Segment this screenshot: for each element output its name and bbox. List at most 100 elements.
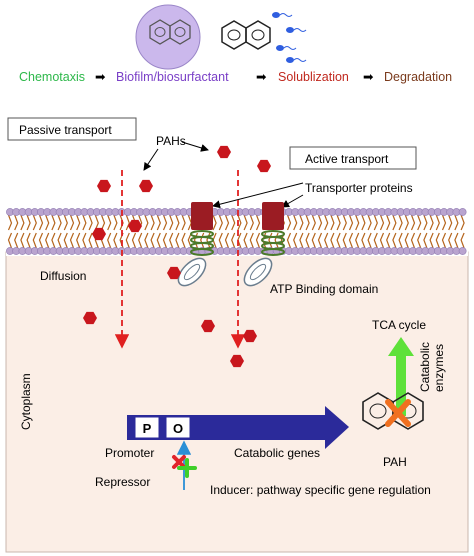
lipid-tail	[94, 214, 99, 231]
atp-binding-domain-label: ATP Binding domain	[270, 282, 378, 296]
lipid-tail	[113, 232, 118, 249]
lipid-tail	[448, 214, 453, 231]
pah-molecule	[97, 179, 111, 193]
lipid-tail	[404, 232, 409, 249]
lipid-tail	[119, 214, 124, 231]
lipid-tail	[305, 232, 310, 249]
lipid-tail	[14, 232, 19, 249]
pathway-step-chemotaxis: Chemotaxis	[19, 70, 85, 84]
lipid-tail	[330, 214, 335, 231]
inducer-plus-icon	[177, 458, 197, 478]
lipid-tail	[181, 214, 186, 231]
lipid-tail	[429, 232, 434, 249]
lipid-tail	[212, 214, 217, 231]
lipid-tail	[255, 214, 261, 231]
tca-cycle-arrow	[388, 337, 414, 416]
lipid-tail	[398, 214, 403, 231]
repressor-x-icon	[172, 455, 186, 469]
lipid-tail	[218, 214, 223, 231]
lipid-tail	[386, 232, 391, 249]
lipid-tail	[231, 232, 236, 249]
transporter-pointer-1	[212, 182, 304, 209]
lipid-head	[458, 208, 467, 216]
lipid-tail	[361, 214, 366, 231]
lipid-tail	[373, 232, 378, 249]
lipid-tail	[107, 232, 112, 249]
lipid-tail	[404, 214, 409, 231]
passive-transport-label: Passive transport	[19, 123, 112, 137]
lipid-tail	[330, 232, 335, 249]
bacteria-naphthalene-icon	[221, 12, 307, 63]
lipid-tail	[57, 232, 62, 249]
promoter-box[interactable]	[134, 416, 160, 439]
lipid-tail	[20, 214, 25, 231]
lipid-tail	[107, 214, 112, 231]
lipid-tail	[417, 232, 422, 249]
lipid-tail	[324, 214, 329, 231]
lipid-tail	[342, 232, 347, 249]
lipid-tail	[32, 214, 37, 231]
lipid-tail	[299, 214, 304, 231]
lipid-tail	[69, 214, 75, 231]
lipid-tail	[150, 214, 155, 231]
lipid-tail	[26, 232, 31, 249]
lipid-tail	[367, 232, 372, 249]
lipid-tail	[274, 232, 279, 249]
lipid-tail	[336, 232, 341, 249]
lipid-tail	[249, 214, 254, 231]
operator-box[interactable]	[165, 416, 191, 439]
lipid-tail	[454, 214, 459, 231]
lipid-tail	[224, 214, 230, 231]
pah-molecule	[167, 266, 181, 280]
lipid-tail	[423, 232, 428, 249]
pathway-arrow-1: ➡	[95, 70, 106, 84]
active-transport-label: Active transport	[305, 152, 389, 166]
lipid-tail	[379, 214, 385, 231]
lipid-tail	[162, 232, 168, 249]
lipid-tail	[355, 232, 360, 249]
tca-cycle-label: TCA cycle	[372, 318, 426, 332]
lipid-tail	[200, 232, 205, 249]
lipid-tail	[417, 214, 422, 231]
lipid-tail	[162, 214, 168, 231]
transporter-protein-left[interactable]	[174, 202, 214, 290]
degradation-inhibition-x-icon	[385, 399, 411, 427]
lipid-tail	[45, 214, 50, 231]
lipid-tail	[435, 232, 440, 249]
lipid-tail	[82, 232, 87, 249]
lipid-tail	[169, 214, 174, 231]
lipid-tail	[361, 232, 366, 249]
pahs-pointer-2	[181, 141, 209, 152]
diffusion-label: Diffusion	[40, 269, 86, 283]
lipid-tail	[150, 232, 155, 249]
transporter-pointer-2	[281, 194, 304, 208]
pah-molecule	[230, 354, 244, 368]
lipid-tail	[169, 232, 174, 249]
lipid-tail	[175, 214, 180, 231]
lipid-tail	[392, 214, 397, 231]
naphthalene-biofilm-icon	[135, 4, 201, 70]
lipid-tail	[255, 232, 261, 249]
lipid-tail	[293, 232, 298, 249]
lipid-tail	[243, 232, 248, 249]
promoter-box-label: P	[143, 421, 152, 436]
lipid-tail	[82, 214, 87, 231]
lipid-tail	[398, 232, 403, 249]
lipid-tail	[286, 214, 292, 231]
lipid-tail	[379, 232, 385, 249]
lipid-tail	[367, 214, 372, 231]
transporter-protein-right[interactable]	[240, 202, 285, 290]
lipid-tail	[45, 232, 50, 249]
pah-molecule	[83, 311, 97, 325]
lipid-tail	[231, 214, 236, 231]
lipid-tail	[76, 214, 81, 231]
lipid-tail	[454, 232, 459, 249]
pathway-arrow-3: ➡	[363, 70, 374, 84]
lipid-tail	[38, 214, 44, 231]
lipid-tail	[156, 214, 161, 231]
pah-molecule	[128, 219, 142, 233]
lipid-tail	[386, 214, 391, 231]
lipid-tail	[441, 214, 447, 231]
lipid-tail	[355, 214, 360, 231]
lipid-tail	[38, 232, 44, 249]
